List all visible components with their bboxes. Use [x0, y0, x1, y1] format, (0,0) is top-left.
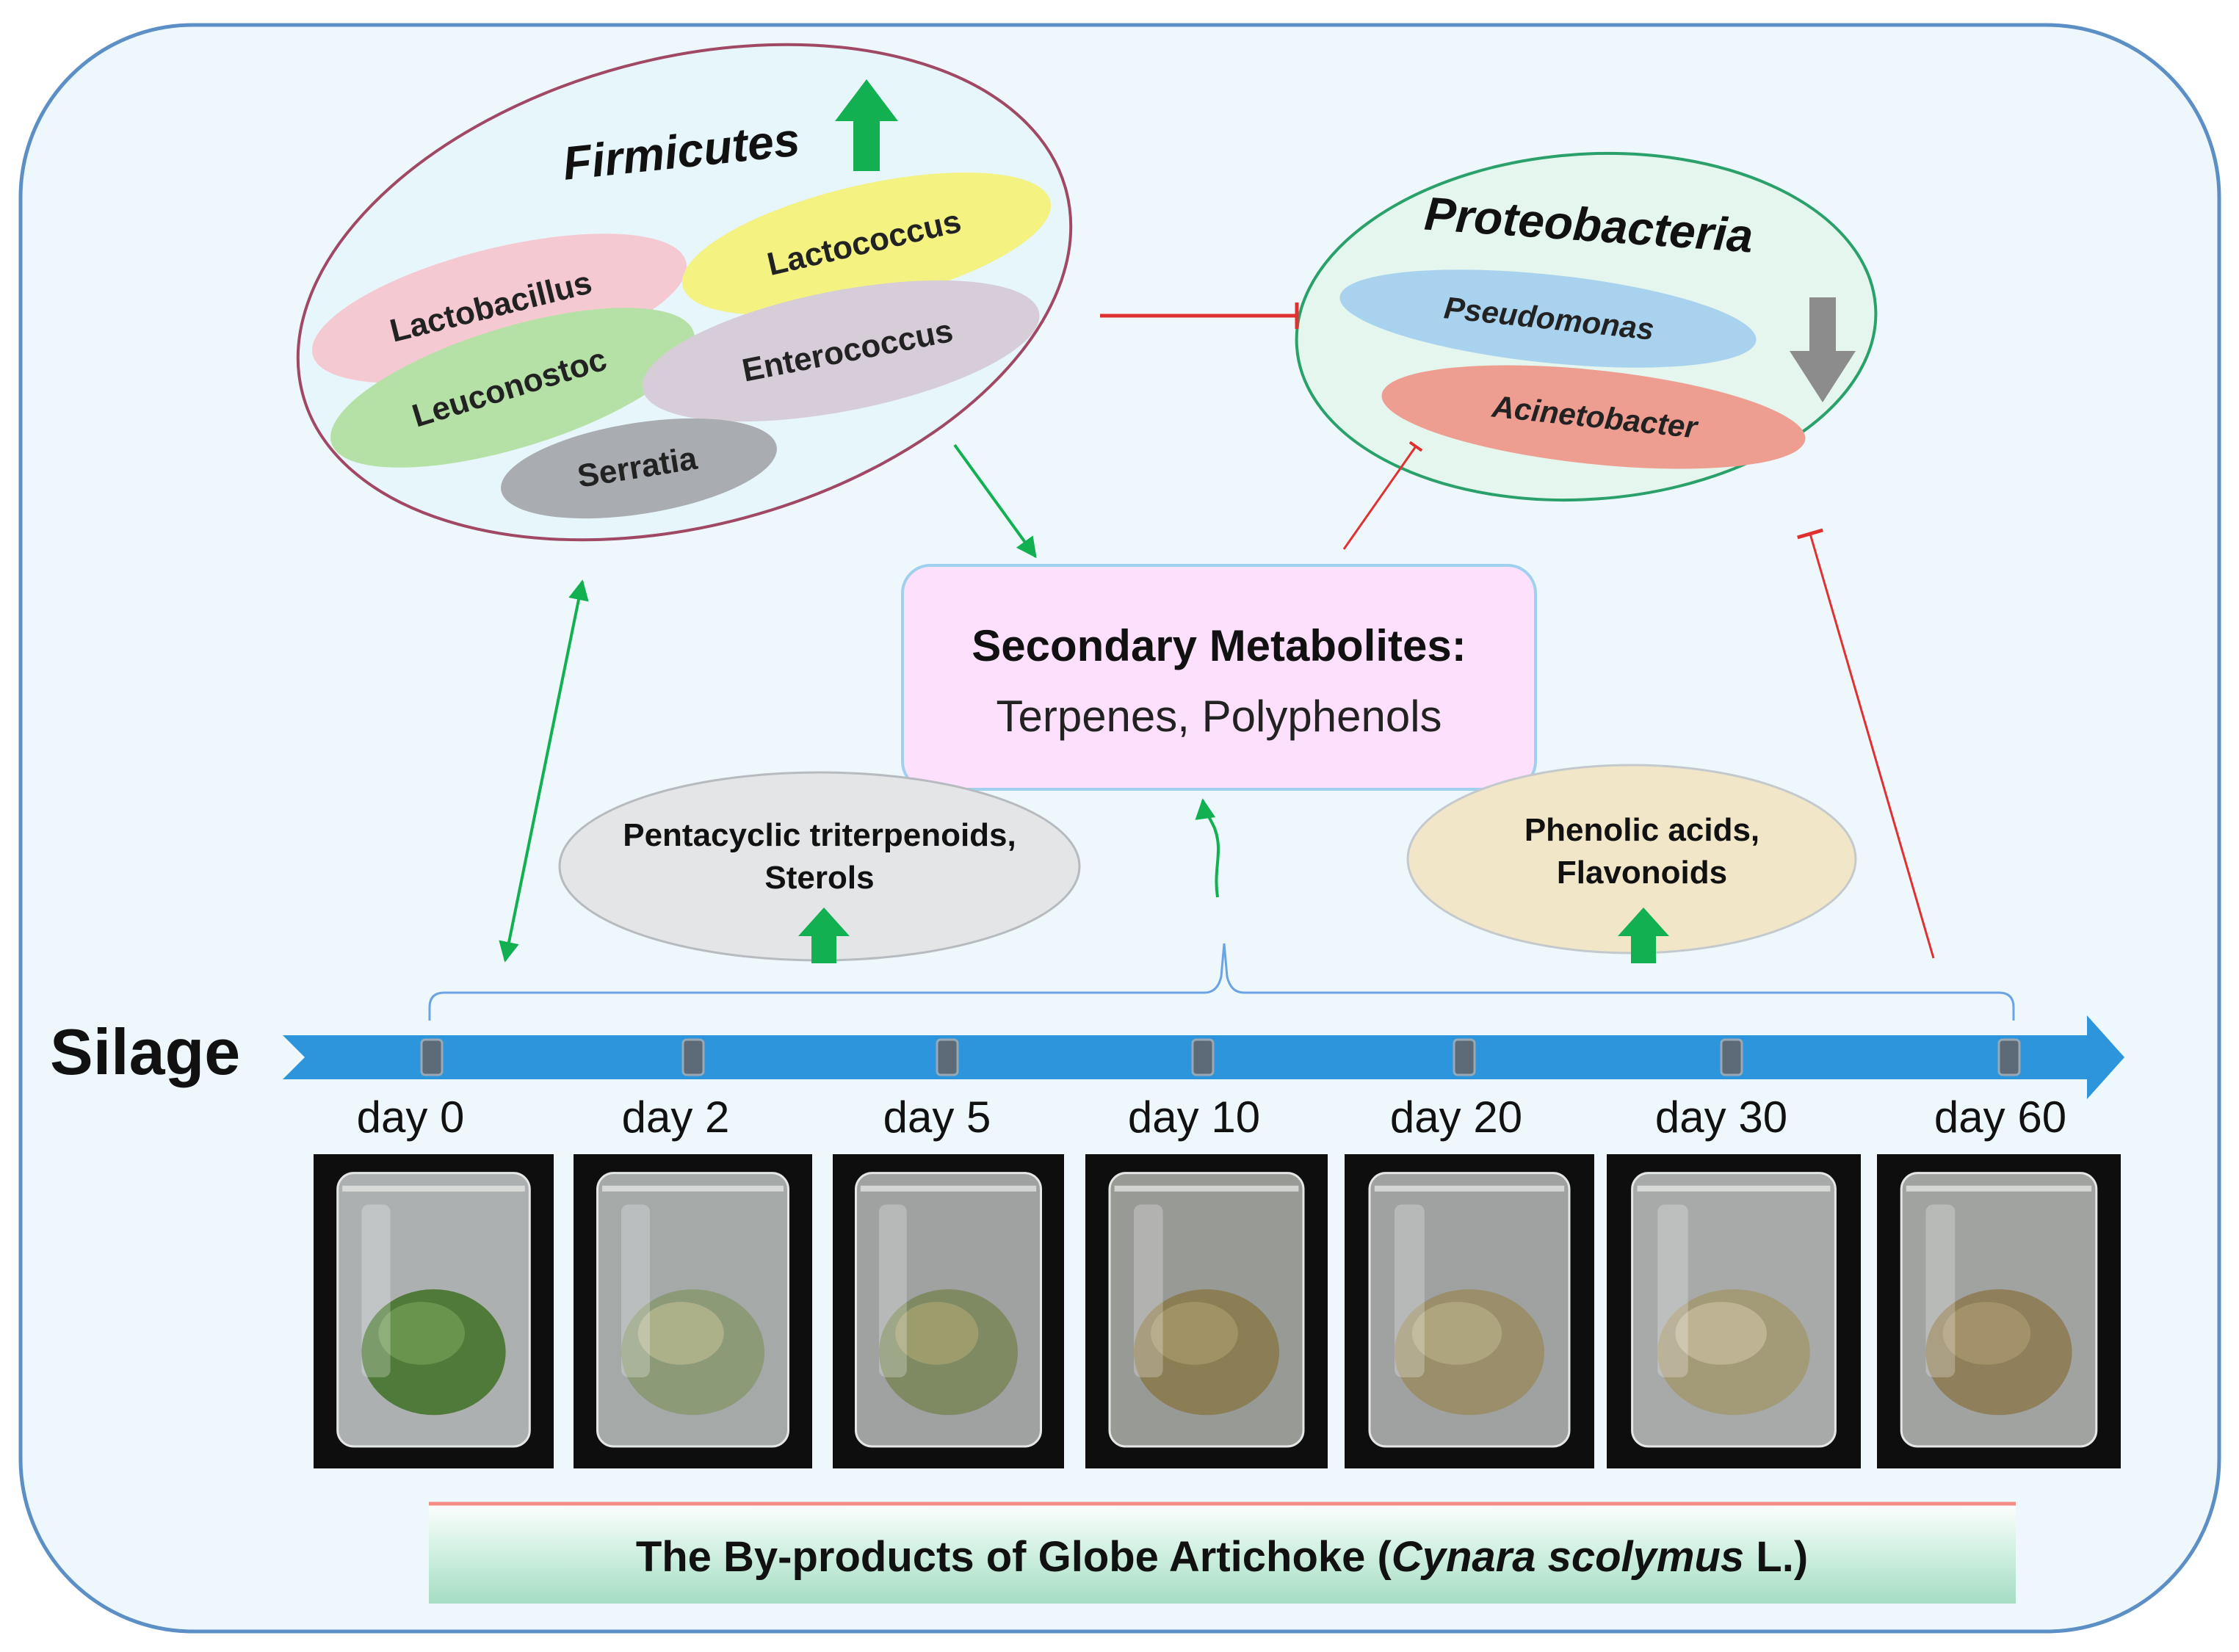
phenolic-up-arrow-icon	[1618, 907, 1669, 963]
timeline-tick	[1191, 1038, 1215, 1076]
phenolic-group: Phenolic acids, Flavonoids	[1406, 764, 1857, 963]
timeline-bracket	[428, 943, 2015, 1021]
footer-species: Cynara scolymus	[1392, 1533, 1744, 1581]
timeline-tick	[1997, 1038, 2021, 1076]
day-label: day 2	[622, 1093, 730, 1142]
footer-suffix: L.)	[1744, 1533, 1808, 1581]
day-labels: day 0 day 2 day 5 day 10 day 20 day 30 day 60	[357, 1093, 2066, 1142]
secondary-metabolites-box: Secondary Metabolites: Terpenes, Polyphe…	[901, 564, 1537, 791]
proteobacteria-down-arrow-icon	[1790, 297, 1856, 402]
silage-photo	[314, 1154, 554, 1468]
silage-photo	[1345, 1154, 1594, 1468]
timeline-tick	[420, 1038, 444, 1076]
serratia-pill: Serratia	[501, 418, 777, 519]
day-label: day 60	[1934, 1093, 2066, 1142]
timeline-ticks	[420, 1038, 2021, 1076]
pentacyclic-line2: Sterols	[764, 860, 874, 896]
metabolites-inhibit-proteobacteria-line	[1342, 441, 1423, 550]
silage-photo	[1085, 1154, 1328, 1468]
footer-prefix: The By-products of Globe Artichoke (	[636, 1533, 1392, 1581]
leuconostoc-pill: Leuconostoc	[330, 308, 695, 468]
silage-photo	[1877, 1154, 2121, 1468]
silage-to-metabolites-arrow	[1195, 798, 1220, 898]
pentacyclic-line1: Pentacyclic triterpenoids,	[623, 817, 1016, 853]
silage-photos	[314, 1154, 2121, 1468]
acinetobacter-pill: Acinetobacter	[1381, 365, 1806, 469]
day-label: day 5	[883, 1093, 991, 1142]
pseudomonas-pill: Pseudomonas	[1339, 269, 1757, 368]
enterococcus-pill: Enterococcus	[642, 280, 1040, 422]
secondary-metabolites-items: Terpenes, Polyphenols	[996, 692, 1442, 741]
silage-photo	[1607, 1154, 1861, 1468]
proteobacteria-group: Proteobacteria Pseudomonas Acinetobacter	[1295, 151, 1878, 502]
day-label: day 0	[357, 1093, 465, 1142]
footer-text: The By-products of Globe Artichoke (Cyna…	[636, 1533, 1808, 1581]
pentacyclic-group: Pentacyclic triterpenoids, Sterols	[558, 771, 1081, 963]
firmicutes-to-metabolites-arrow	[953, 443, 1037, 559]
day-label: day 30	[1655, 1093, 1787, 1142]
timeline-tick	[681, 1038, 705, 1076]
day-label: day 20	[1390, 1093, 1522, 1142]
phenolic-line2: Flavonoids	[1557, 855, 1727, 891]
secondary-metabolites-title: Secondary Metabolites:	[972, 621, 1466, 670]
pentacyclic-up-arrow-icon	[798, 907, 850, 963]
timeline-tick	[1720, 1038, 1743, 1076]
firmicutes-up-arrow-icon	[835, 79, 898, 171]
timeline-tick	[936, 1038, 959, 1076]
silage-photo	[574, 1154, 812, 1468]
silage-photo	[833, 1154, 1064, 1468]
phenolic-line1: Phenolic acids,	[1524, 812, 1759, 848]
firmicutes-day0-bidirectional-arrow	[499, 579, 589, 963]
footer-banner: The By-products of Globe Artichoke (Cyna…	[429, 1501, 2016, 1604]
lactococcus-pill: Lactococcus	[681, 172, 1052, 316]
firmicutes-group: Firmicutes Lactobacillus Lactococcus Leu…	[296, 43, 1073, 542]
day-label: day 10	[1128, 1093, 1260, 1142]
day60-inhibits-proteobacteria-line	[1797, 528, 1935, 959]
silage-label: Silage	[50, 1015, 240, 1088]
timeline-tick	[1453, 1038, 1476, 1076]
